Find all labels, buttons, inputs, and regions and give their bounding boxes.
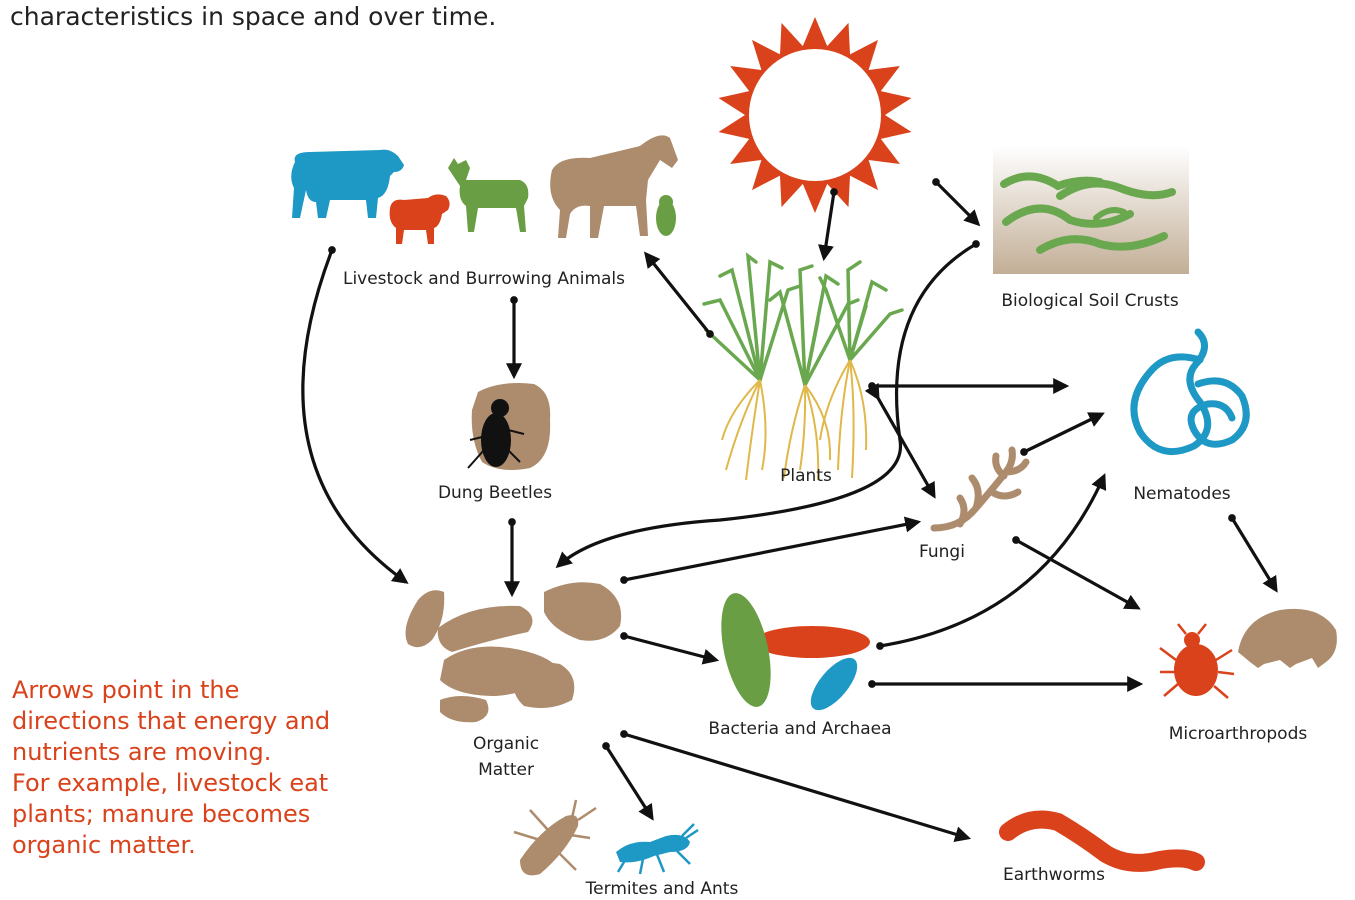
termites-label: Termites and Ants bbox=[585, 879, 739, 899]
organic-matter-label-line2: Matter bbox=[478, 760, 534, 780]
arrow-fungi-to-nematodes bbox=[1024, 414, 1102, 452]
organic-matter-label-line1: Organic bbox=[473, 734, 539, 754]
termite-icon bbox=[514, 800, 596, 875]
soil-crusts-label: Biological Soil Crusts bbox=[1001, 291, 1179, 311]
fungi-icon bbox=[934, 450, 1026, 528]
dung-beetle-icon bbox=[468, 383, 550, 470]
nematodes-label: Nematodes bbox=[1133, 484, 1230, 504]
sun-icon bbox=[719, 17, 912, 213]
cow-icon bbox=[291, 150, 404, 218]
arrow-nematodes-to-microarthropods bbox=[1232, 518, 1276, 590]
goat-icon bbox=[448, 158, 528, 232]
ant-icon bbox=[616, 824, 698, 874]
bacteria-icon bbox=[712, 589, 870, 718]
microarthropods-label: Microarthropods bbox=[1169, 724, 1308, 744]
dung-beetles-label: Dung Beetles bbox=[438, 483, 552, 503]
livestock-label: Livestock and Burrowing Animals bbox=[343, 269, 625, 289]
plants-icon bbox=[704, 256, 902, 480]
arrow-sun-to-plants bbox=[824, 192, 834, 258]
nematodes-icon bbox=[1134, 332, 1246, 452]
soil-crust-icon bbox=[993, 146, 1189, 274]
arrow-organic-to-termites bbox=[606, 746, 652, 818]
livestock-icon bbox=[291, 135, 678, 244]
arrow-livestock-to-organic bbox=[303, 250, 406, 582]
arrow-organic-to-fungi bbox=[624, 522, 918, 580]
earthworm-icon bbox=[1008, 820, 1196, 863]
earthworms-label: Earthworms bbox=[1003, 865, 1105, 885]
arrow-sun-to-soil-crusts bbox=[936, 182, 978, 224]
bacteria-label: Bacteria and Archaea bbox=[708, 719, 891, 739]
arrow-organic-to-bacteria bbox=[624, 636, 716, 660]
prairie-dog-icon bbox=[656, 195, 676, 236]
arrow-fungi-plants bbox=[878, 398, 934, 496]
arrow-organic-to-earthworms bbox=[624, 734, 968, 838]
arrow-bacteria-to-nematodes bbox=[880, 476, 1104, 646]
microarthropods-icon bbox=[1160, 609, 1337, 698]
termites-ants-icon bbox=[514, 800, 698, 875]
organic-matter-icon bbox=[406, 582, 622, 722]
plants-label: Plants bbox=[780, 466, 832, 486]
arrow-plants-to-livestock bbox=[646, 254, 710, 334]
sheep-icon bbox=[390, 194, 450, 244]
fungi-label: Fungi bbox=[919, 542, 965, 562]
